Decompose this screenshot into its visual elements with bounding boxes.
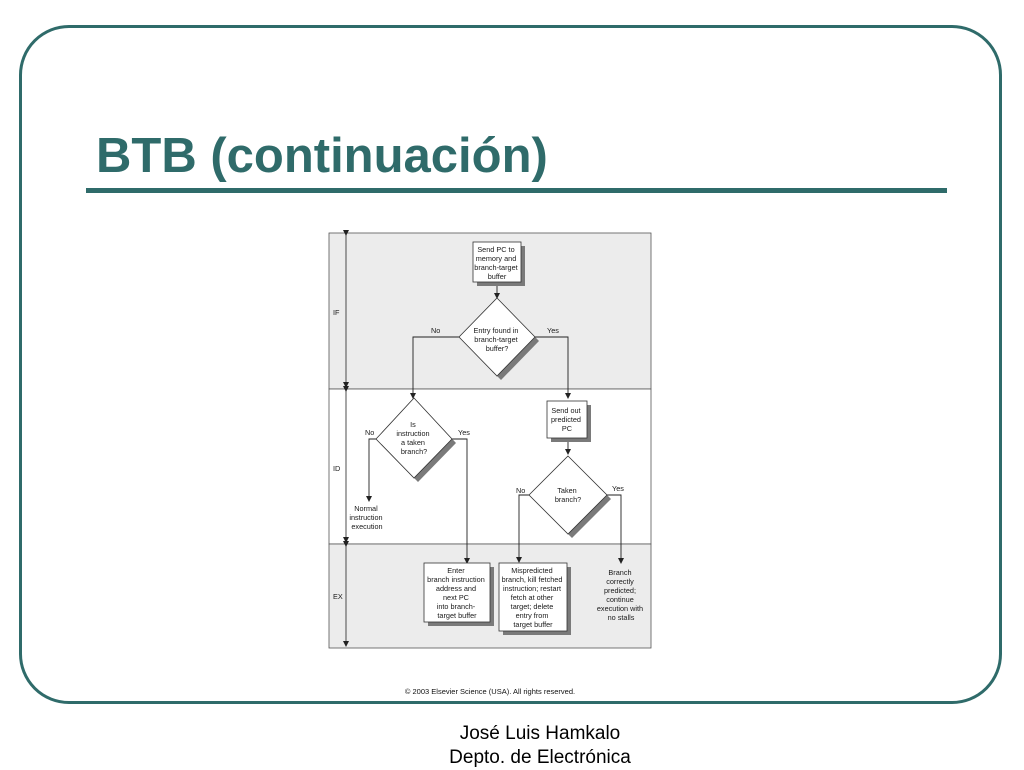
stage-label-ex: EX [333,592,343,601]
svg-text:Branch correctly p: Branch correctly predicted; continue exe… [597,568,645,622]
node-send-pc: Send PC to memory and branch-target buff… [472,241,525,286]
stage-label-id: ID [333,464,340,473]
node-send-predicted-pc: Send out predicted PC [546,400,591,442]
svg-text:Enter branch instruction: Enter branch instruction address and nex… [427,566,487,620]
edge-label-tb-yes: Yes [612,484,624,493]
edge-taken-no [366,438,376,502]
node-mispredicted: Mispredicted branch, kill fetched instru… [498,562,571,635]
decision-is-taken-branch: Is instruction a taken branch? [375,397,456,482]
edge-tb-no [516,494,529,563]
copyright-notice: © 2003 Elsevier Science (USA). All right… [404,687,576,696]
title-underline [86,188,947,193]
stage-label-if: IF [333,308,340,317]
edge-entry-yes [535,336,571,399]
svg-text:Taken branch?: Taken branch? [555,486,581,504]
edge-label-tb-no: No [516,486,525,495]
footer-department: Depto. de Electrónica [449,747,631,768]
node-enter-branch: Enter branch instruction address and nex… [423,562,494,626]
node-normal-execution: Normal instruction execution [349,504,384,531]
stage-band-id [328,388,652,545]
svg-text:Send out predicted: Send out predicted PC [551,406,583,433]
decision-taken-branch: Taken branch? [528,455,611,538]
slide-footer: José Luis Hamkalo Depto. de Electrónica [400,722,680,770]
edge-entry-no [410,336,459,399]
decision-entry-found: Entry found in branch-target buffer? [458,297,539,380]
edge-label-entry-no: No [431,326,440,335]
edge-label-taken-no: No [365,428,374,437]
svg-text:Send PC to memory and: Send PC to memory and branch-target buff… [474,245,519,281]
slide-title: BTB (continuación) [96,129,548,183]
svg-text:Mispredicted branch, kil: Mispredicted branch, kill fetched instru… [502,566,565,629]
svg-text:Entry found in branch-ta: Entry found in branch-target buffer? [473,326,520,353]
edge-label-entry-yes: Yes [547,326,559,335]
footer-author: José Luis Hamkalo [459,723,621,744]
edge-tb-yes [607,494,624,564]
svg-text:Normal instruction: Normal instruction execution [349,504,384,531]
slide-frame [19,25,1002,704]
svg-text:Is instruction a t: Is instruction a taken branch? [396,420,431,456]
node-correctly-predicted: Branch correctly predicted; continue exe… [597,568,645,622]
edge-taken-yes [452,438,470,564]
edge-label-taken-yes: Yes [458,428,470,437]
